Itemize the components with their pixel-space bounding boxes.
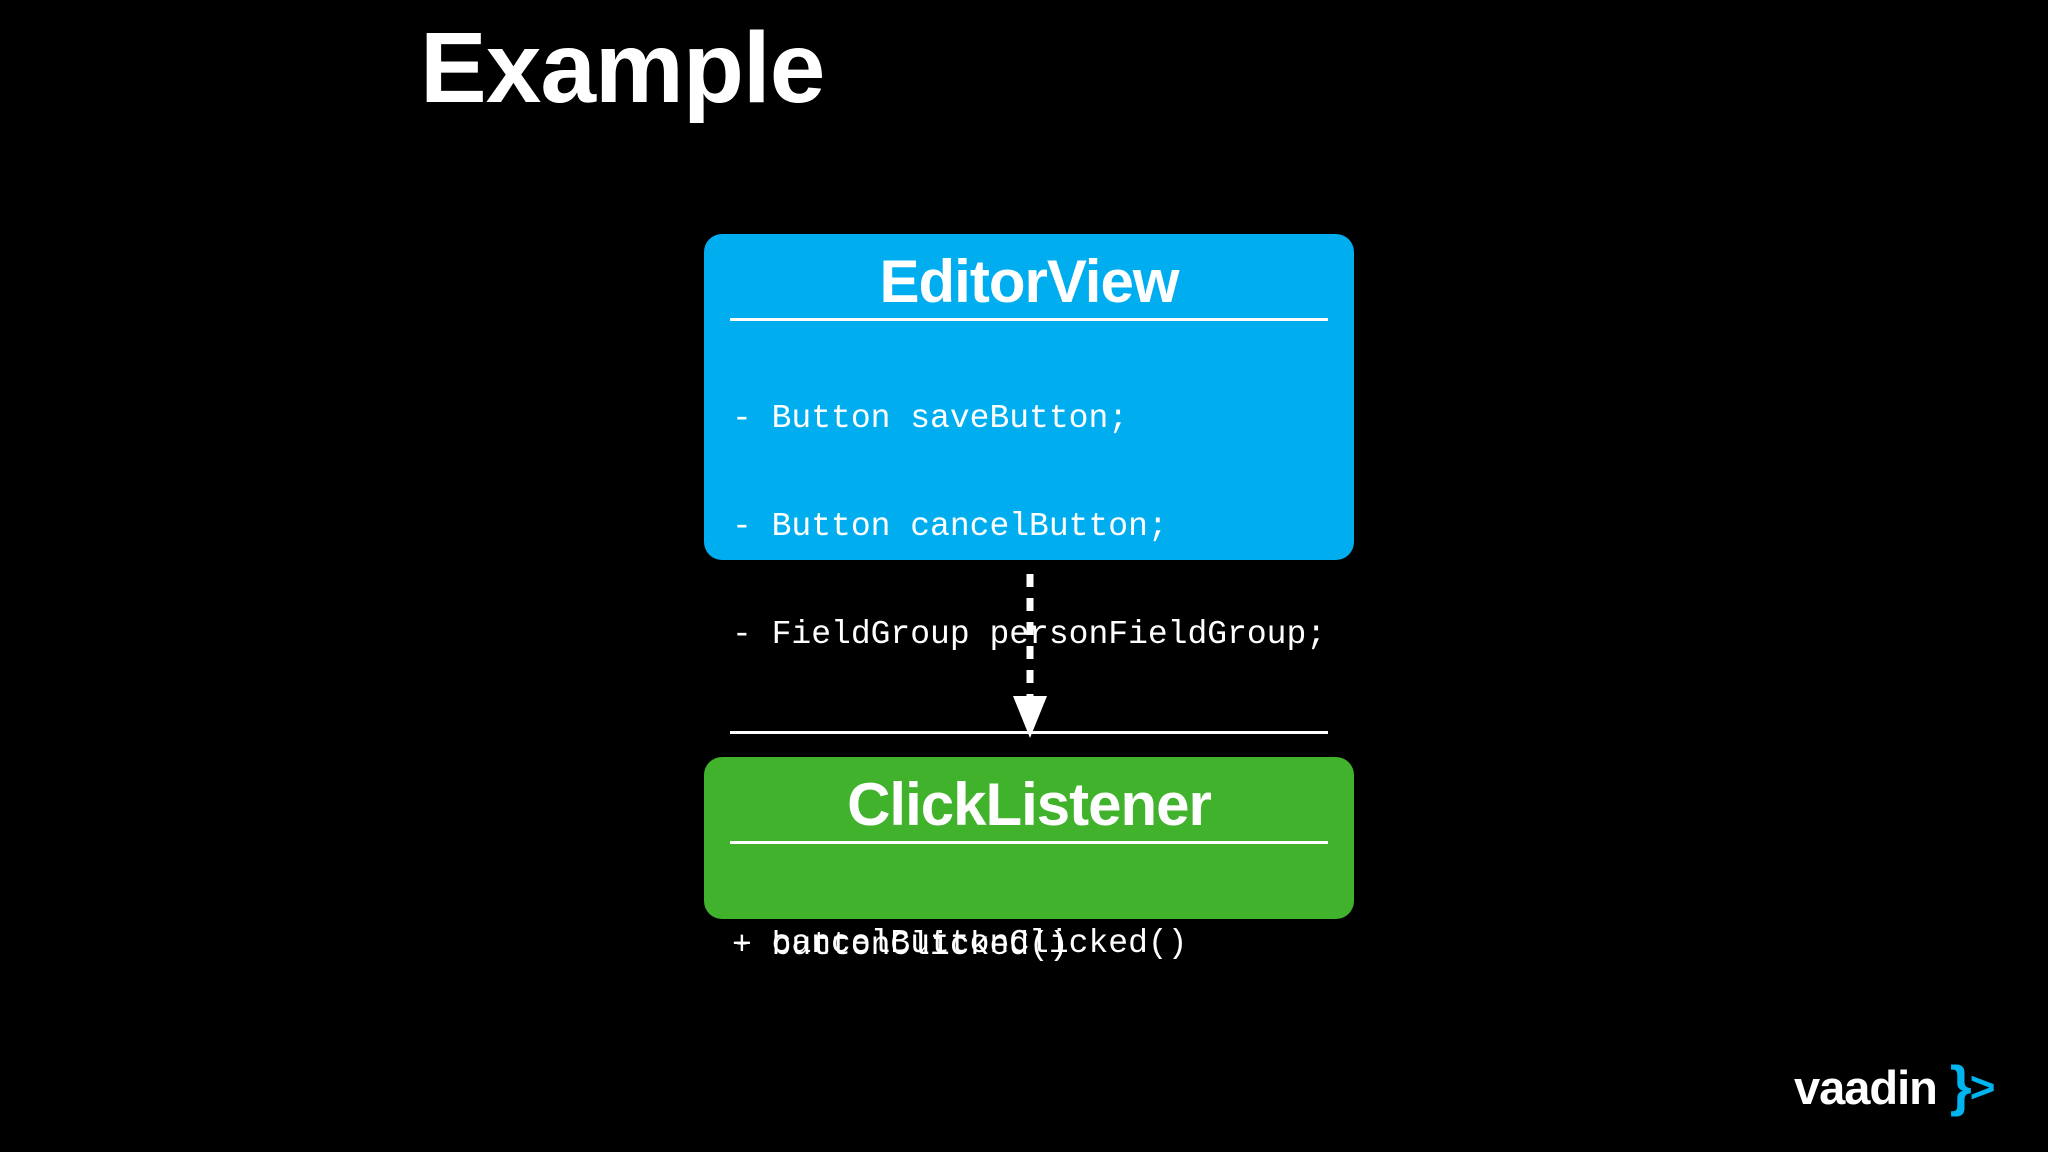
class-name-editorview: EditorView xyxy=(879,248,1180,315)
vaadin-brace-icon: } xyxy=(1949,1054,1972,1117)
field-line: - FieldGroup personFieldGroup; xyxy=(732,616,1327,653)
slide-title: Example xyxy=(420,12,825,124)
uml-class-editorview: EditorView - Button saveButton; - Button… xyxy=(704,234,1354,962)
class-methods-clicklistener: + buttonClicked() xyxy=(704,844,1354,1036)
vaadin-logo: vaadin } > xyxy=(1794,1056,1995,1118)
class-title-divider xyxy=(730,841,1328,844)
vaadin-logo-text: vaadin xyxy=(1794,1060,1938,1114)
method-line: + buttonClicked() xyxy=(732,927,1069,964)
class-fields-editorview: - Button saveButton; - Button cancelButt… xyxy=(704,321,1354,731)
uml-class-clicklistener: ClickListener + buttonClicked() xyxy=(704,757,1354,964)
field-line: - Button saveButton; xyxy=(732,400,1129,437)
class-name-clicklistener: ClickListener xyxy=(847,771,1212,838)
field-line: - Button cancelButton; xyxy=(732,508,1168,545)
method-line: - cancelButtonClicked() xyxy=(732,925,1188,962)
vaadin-chevron-icon: > xyxy=(1969,1063,1996,1112)
class-title-divider xyxy=(730,318,1328,321)
dependency-arrow-icon xyxy=(1013,574,1047,738)
